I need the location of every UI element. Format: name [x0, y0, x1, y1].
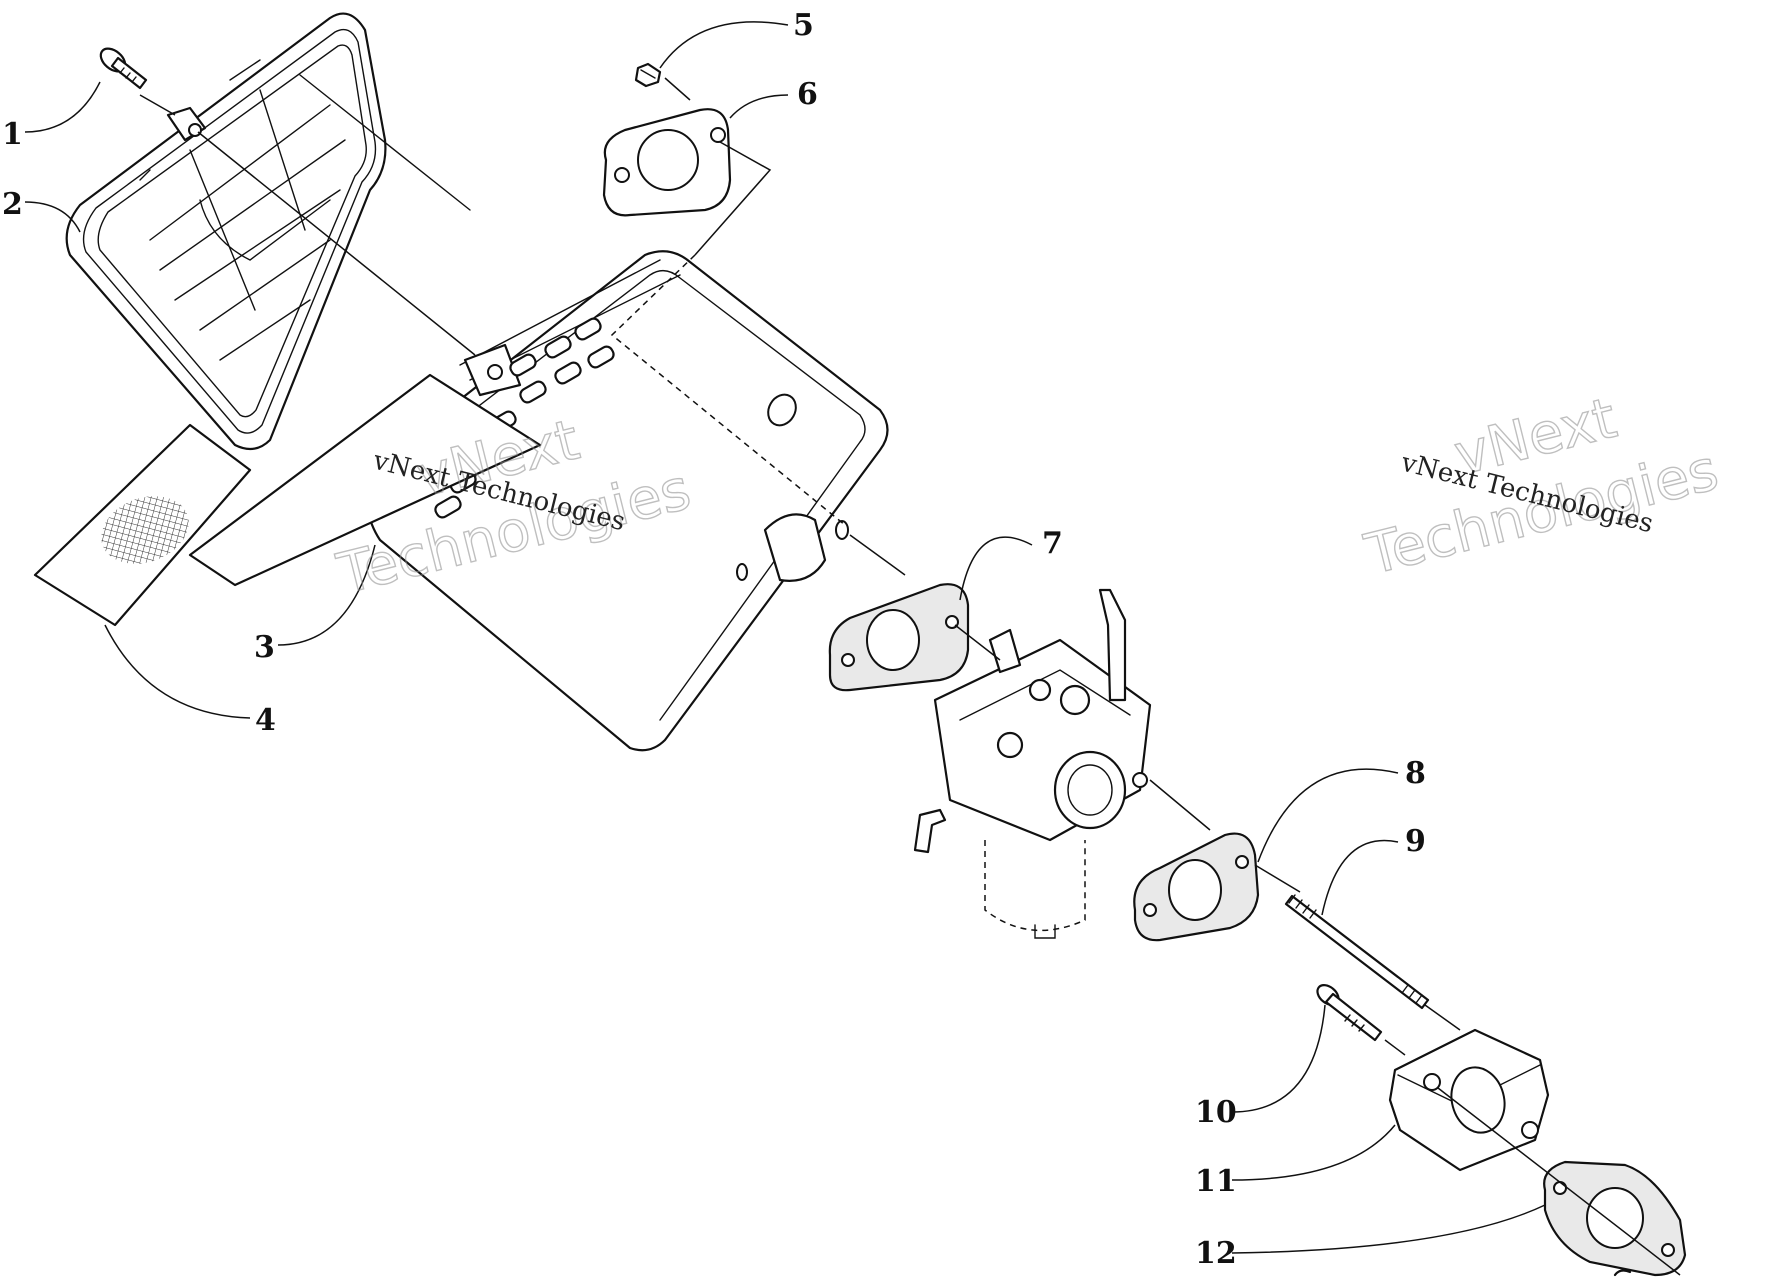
- callout-7: 7: [1042, 526, 1063, 561]
- callout-9: 9: [1405, 824, 1426, 859]
- part-10-bolt: [1316, 984, 1383, 1042]
- part-8-gasket: [1133, 832, 1260, 942]
- carburetor: [913, 588, 1152, 939]
- callout-4: 4: [255, 703, 276, 738]
- callout-8: 8: [1405, 756, 1426, 791]
- callout-2: 2: [2, 187, 23, 222]
- part-11-insulator: [1388, 1028, 1550, 1172]
- part-2-air-filter-cover: [65, 12, 471, 451]
- callout-labels: 1 2 3 4 5 6 7 8 9 10 11 12: [2, 8, 1426, 1271]
- part-7-gasket: [828, 583, 970, 692]
- part-4-filter-element: [33, 373, 542, 627]
- part-9-stud: [1284, 894, 1430, 1010]
- callout-11: 11: [1195, 1164, 1237, 1199]
- callout-3: 3: [254, 630, 275, 665]
- part-1-screw: [99, 47, 148, 90]
- assembly-lines: [139, 77, 1681, 1276]
- part-12-gasket: [1543, 1160, 1687, 1277]
- callout-5: 5: [793, 8, 814, 43]
- callout-12: 12: [1195, 1236, 1237, 1271]
- callout-6: 6: [797, 77, 818, 112]
- part-5-nut: [634, 62, 662, 88]
- callout-leaders: [24, 21, 1546, 1254]
- part-6-gasket: [602, 108, 732, 217]
- callout-10: 10: [1195, 1095, 1237, 1130]
- callout-1: 1: [2, 117, 23, 152]
